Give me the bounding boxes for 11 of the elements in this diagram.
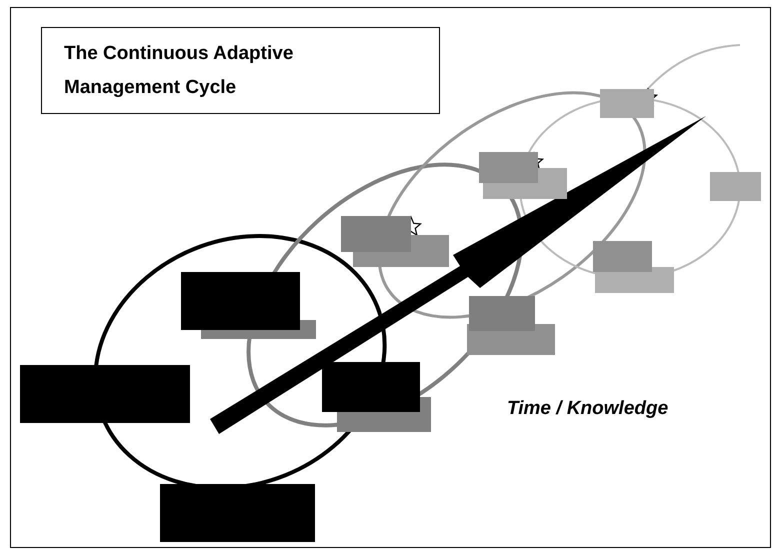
blank-box [181, 272, 300, 330]
blank-box [20, 365, 190, 423]
blank-box [593, 241, 652, 272]
blank-box [322, 362, 420, 412]
blank-box [469, 296, 535, 331]
axis-label: Time / Knowledge [507, 398, 668, 420]
blank-box [710, 172, 761, 201]
title-text: The Continuous Adaptive Management Cycle [41, 27, 440, 114]
blank-box [341, 216, 411, 252]
blank-box [160, 484, 315, 542]
blank-box [600, 89, 654, 118]
